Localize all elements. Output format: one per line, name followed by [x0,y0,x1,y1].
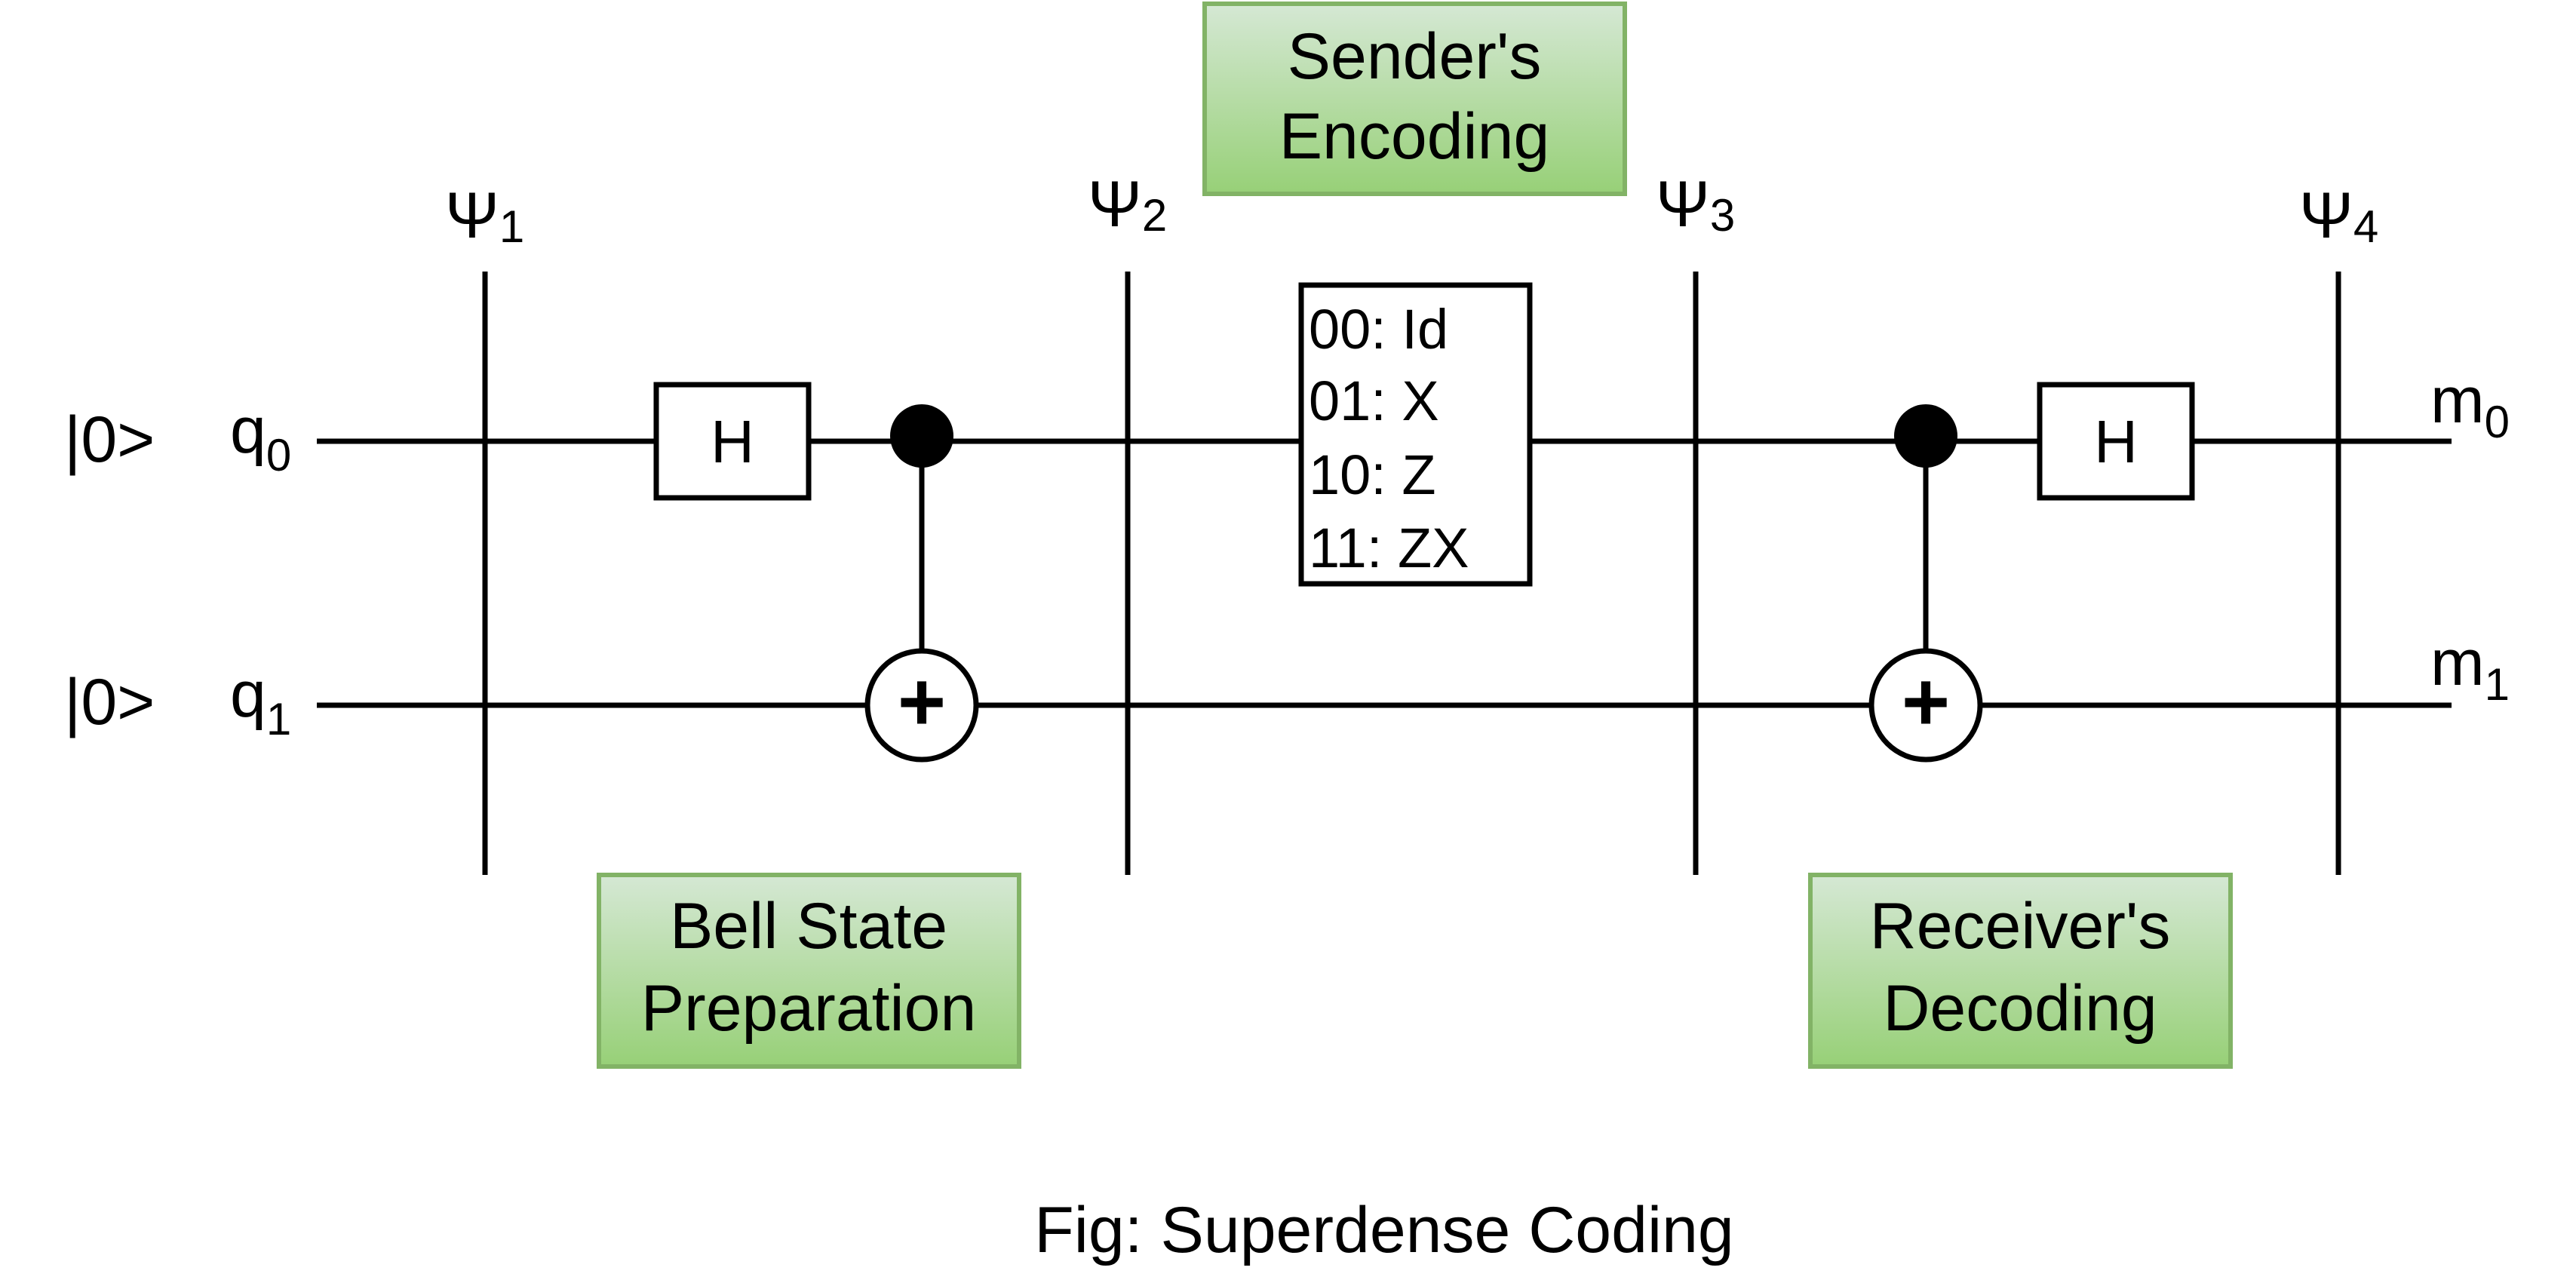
hadamard-gate-1 [653,382,812,501]
cnot-2-target-symbol: + [1902,655,1950,748]
barrier-label-2: Ψ2 [1088,168,1167,241]
cnot-1-control-dot [890,404,953,468]
encoding-row-10: 10: Z [1309,444,1436,506]
measurement-0-label: m0 [2430,364,2510,447]
bell-state-preparation-line-1: Bell State [670,890,947,962]
bell-state-preparation-line-2: Preparation [641,972,977,1045]
qubit-0-initial-state: |0> [64,404,155,476]
receiver-decoding-line-2: Decoding [1883,972,2157,1045]
hadamard-gate-2 [2037,382,2195,501]
encoding-row-00: 00: Id [1309,298,1448,361]
barrier-label-3: Ψ3 [1656,168,1735,241]
figure-caption: Fig: Superdense Coding [1034,1194,1733,1266]
receiver-decoding-line-1: Receiver's [1870,890,2171,962]
barrier-label-1: Ψ1 [445,180,524,252]
sender-encoding-line-2: Encoding [1279,100,1550,173]
encoding-row-11: 11: ZX [1309,517,1469,579]
qubit-1-name: q1 [230,658,291,744]
cnot-1-target-symbol: + [898,655,946,748]
sender-encoding-box [1202,2,1627,196]
sender-encoding-line-1: Sender's [1288,20,1542,93]
bell-state-preparation-box [597,873,1021,1069]
barrier-label-4: Ψ4 [2299,180,2378,252]
hadamard-gate-2-label: H [2094,408,2138,475]
cnot-1-target [864,648,979,763]
qubit-1-initial-state: |0> [64,666,155,738]
qubit-0-name: q0 [230,394,291,480]
cnot-2-target [1868,648,1983,763]
encoding-row-01: 01: X [1309,370,1439,432]
hadamard-gate-1-label: H [711,408,754,475]
measurement-1-label: m1 [2430,627,2510,710]
encoding-table-box [1298,282,1533,587]
receiver-decoding-box [1808,873,2233,1069]
cnot-2-control-dot [1894,404,1957,468]
